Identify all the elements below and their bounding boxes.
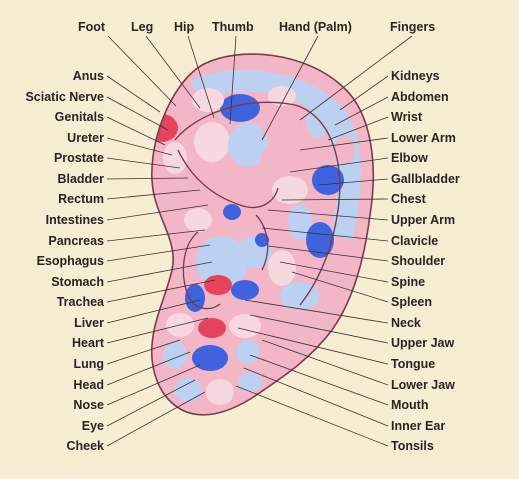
left-labels: Anus Sciatic Nerve Genitals Ureter Prost… <box>25 69 105 453</box>
label-spine: Spine <box>391 275 425 289</box>
leader-line-left <box>106 279 216 303</box>
leader-line-right <box>299 137 389 151</box>
label-upper-jaw: Upper Jaw <box>391 336 454 350</box>
label-thumb: Thumb <box>212 20 254 34</box>
leader-line-right <box>339 75 389 111</box>
leader-line-right <box>291 271 389 303</box>
label-gallbladder: Gallbladder <box>391 172 460 186</box>
label-prostate: Prostate <box>54 151 104 165</box>
label-head: Head <box>73 378 104 392</box>
label-hand-palm: Hand (Palm) <box>279 20 352 34</box>
leader-line-left <box>106 96 169 131</box>
leader-line-right <box>267 245 389 262</box>
label-fingers: Fingers <box>390 20 435 34</box>
label-upper-arm: Upper Arm <box>391 213 455 227</box>
label-eye: Eye <box>82 419 104 433</box>
leader-line-right <box>261 339 389 386</box>
label-chest: Chest <box>391 192 427 206</box>
label-foot: Foot <box>78 20 106 34</box>
leader-line-left <box>106 75 161 113</box>
leader-line-left <box>106 351 191 386</box>
label-intestines: Intestines <box>46 213 104 227</box>
leader-line-left <box>106 317 209 344</box>
leader-line-left <box>106 364 201 406</box>
leader-line-left <box>106 204 209 221</box>
leader-line-top <box>107 35 177 107</box>
leader-line-top <box>187 35 215 119</box>
leader-line-left <box>106 379 196 427</box>
leader-line-left <box>106 116 166 146</box>
label-wrist: Wrist <box>391 110 423 124</box>
leader-line-right <box>237 327 389 365</box>
leader-line-left <box>106 391 206 447</box>
leader-line-right <box>249 354 389 406</box>
leader-line-top <box>229 35 237 125</box>
label-esophagus: Esophagus <box>37 254 104 268</box>
top-labels: Foot Leg Hip Thumb Hand (Palm) Fingers <box>78 20 435 34</box>
label-nose: Nose <box>73 398 104 412</box>
label-shoulder: Shoulder <box>391 254 445 268</box>
label-mouth: Mouth <box>391 398 428 412</box>
leader-line-right <box>261 227 389 242</box>
leader-line-top <box>261 35 319 141</box>
leader-line-left <box>106 229 206 242</box>
leader-line-left <box>106 137 173 156</box>
leader-line-left <box>106 157 181 169</box>
leader-lines <box>106 35 413 447</box>
label-cheek: Cheek <box>66 439 104 453</box>
label-elbow: Elbow <box>391 151 428 165</box>
label-pancreas: Pancreas <box>48 234 104 248</box>
label-lung: Lung <box>73 357 104 371</box>
tragus-fold <box>255 214 269 271</box>
label-stomach: Stomach <box>51 275 104 289</box>
label-tongue: Tongue <box>391 357 435 371</box>
label-spleen: Spleen <box>391 295 432 309</box>
label-kidneys: Kidneys <box>391 69 440 83</box>
antihelix-fold <box>174 101 341 306</box>
leader-line-right <box>249 314 389 344</box>
label-heart: Heart <box>72 336 105 350</box>
leader-line-left <box>106 261 213 283</box>
leader-line-right <box>317 178 389 186</box>
label-genitals: Genitals <box>55 110 104 124</box>
leader-line-right <box>235 385 389 447</box>
label-ureter: Ureter <box>67 131 104 145</box>
label-neck: Neck <box>391 316 421 330</box>
label-sciatic-nerve: Sciatic Nerve <box>25 90 104 104</box>
leader-line-left <box>106 339 181 365</box>
leader-line-right <box>243 367 389 427</box>
label-tonsils: Tonsils <box>391 439 434 453</box>
leader-line-left <box>106 189 201 200</box>
leader-line-left <box>106 244 211 262</box>
concha-rim <box>182 231 221 310</box>
label-liver: Liver <box>74 316 104 330</box>
ear-outline <box>150 53 375 416</box>
leader-line-right <box>289 157 389 173</box>
leader-line-top <box>299 35 413 121</box>
label-anus: Anus <box>73 69 104 83</box>
label-hip: Hip <box>174 20 195 34</box>
label-rectum: Rectum <box>58 192 104 206</box>
leader-line-right <box>281 198 389 201</box>
label-bladder: Bladder <box>57 172 104 186</box>
leader-line-top <box>145 35 201 109</box>
label-lower-arm: Lower Arm <box>391 131 456 145</box>
label-clavicle: Clavicle <box>391 234 438 248</box>
leader-line-left <box>106 177 189 180</box>
leader-line-right <box>334 96 389 126</box>
leader-line-right <box>267 209 389 221</box>
leader-line-right <box>279 261 389 283</box>
label-lower-jaw: Lower Jaw <box>391 378 455 392</box>
label-leg: Leg <box>131 20 153 34</box>
leader-line-right <box>327 116 389 141</box>
right-labels: Kidneys Abdomen Wrist Lower Arm Elbow Ga… <box>391 69 460 453</box>
label-trachea: Trachea <box>57 295 105 309</box>
label-inner-ear: Inner Ear <box>391 419 445 433</box>
label-abdomen: Abdomen <box>391 90 449 104</box>
leader-line-left <box>106 299 201 324</box>
crus-fold <box>177 149 279 209</box>
leader-line-right <box>244 299 389 324</box>
